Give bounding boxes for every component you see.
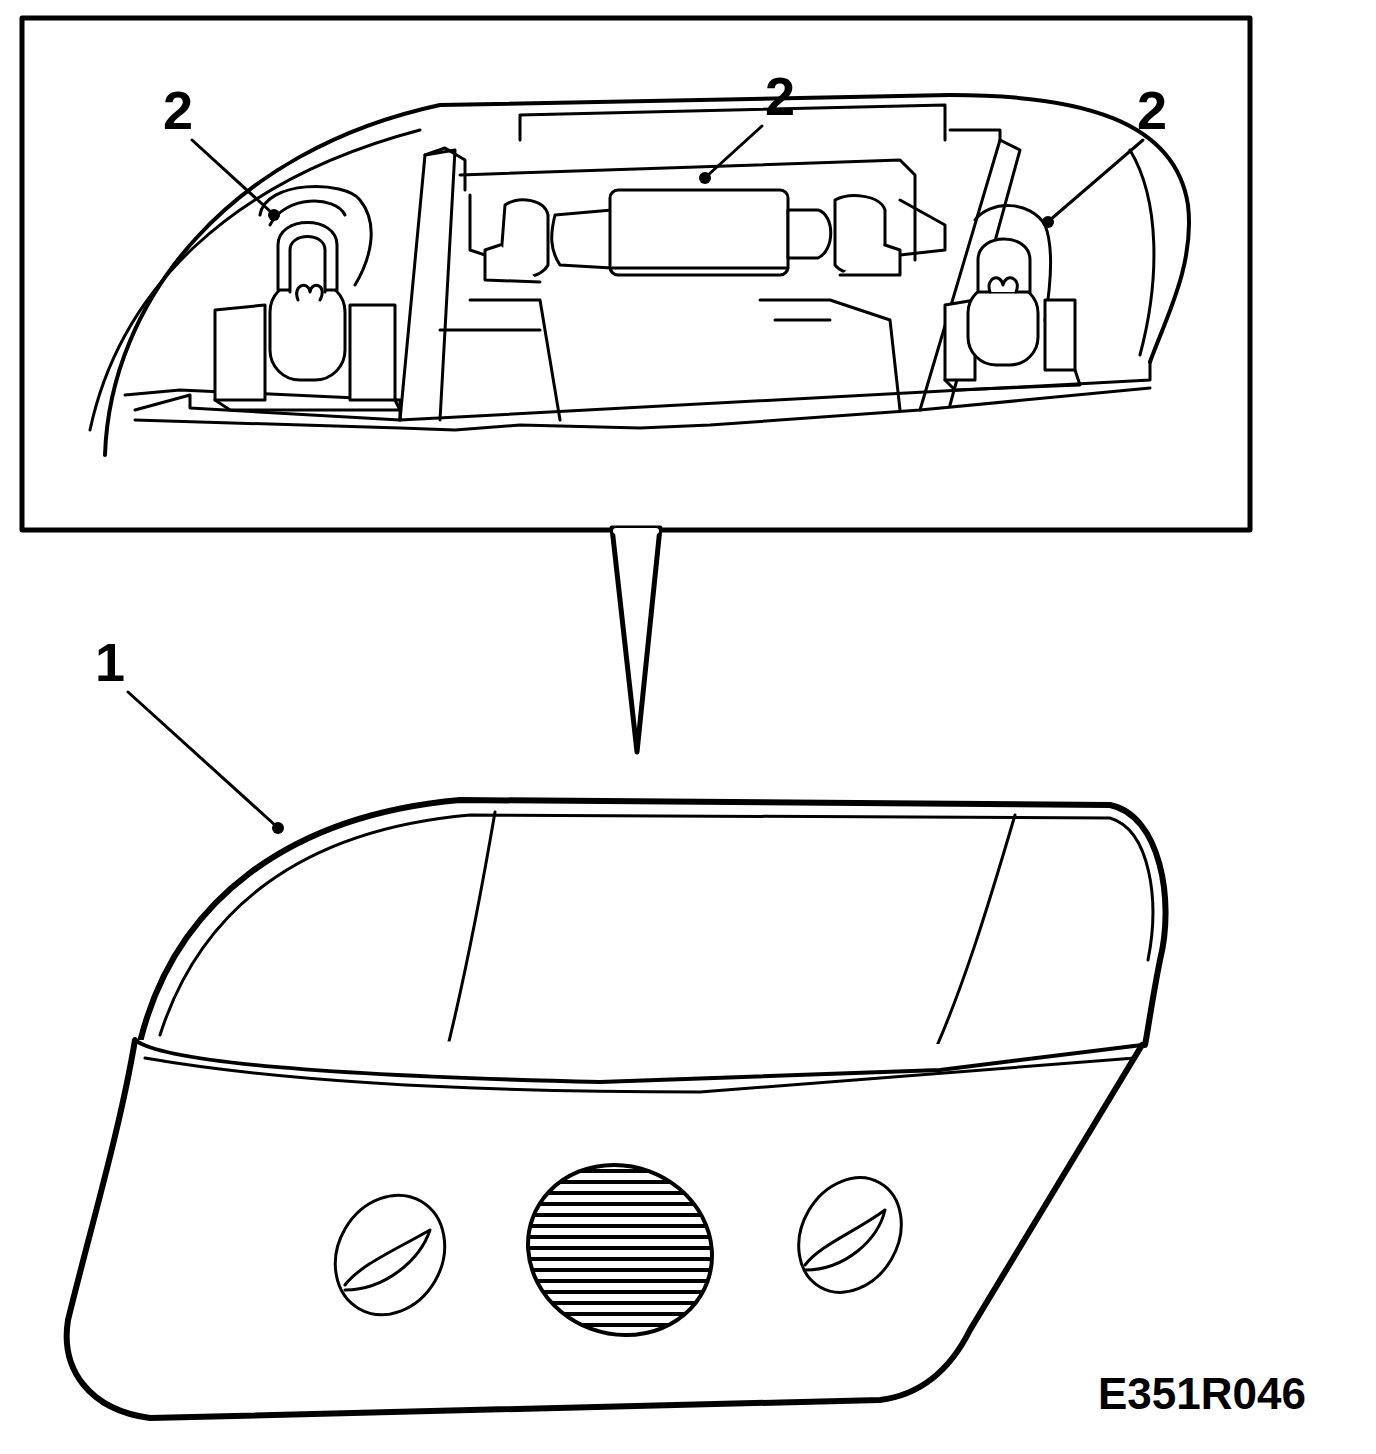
- wedge-bulb: [968, 239, 1038, 365]
- grille-line: [510, 1224, 730, 1228]
- grille-line: [510, 1213, 730, 1217]
- grille-line: [510, 1323, 730, 1327]
- grille-line: [510, 1180, 730, 1184]
- grille-line: [510, 1290, 730, 1294]
- lamp-housing: [90, 95, 1189, 455]
- grille-line: [510, 1279, 730, 1283]
- grille-line: [510, 1158, 730, 1162]
- lamp-lens: [67, 800, 1166, 1418]
- festoon-bulb: [485, 190, 900, 282]
- detail-pointer: [612, 528, 660, 752]
- callout-number: 1: [95, 635, 125, 689]
- wedge-bulb: [270, 223, 345, 381]
- detail-frame: [22, 18, 1250, 530]
- figure-code: E351R046: [1098, 1372, 1306, 1416]
- leader-dot: [268, 172, 1054, 834]
- grille-line: [510, 1169, 730, 1173]
- grille-line: [510, 1257, 730, 1261]
- callout-number: 2: [1137, 83, 1167, 137]
- callout-number: 2: [163, 83, 193, 137]
- grille-line: [510, 1191, 730, 1195]
- callout-number: 2: [765, 69, 795, 123]
- grille-line: [510, 1312, 730, 1316]
- leader-line: [128, 126, 1143, 826]
- grille-line: [510, 1334, 730, 1338]
- switch-grille: [504, 1139, 736, 1360]
- grille-line: [510, 1235, 730, 1239]
- grille-line: [510, 1246, 730, 1250]
- grille-line: [510, 1268, 730, 1272]
- grille-line: [510, 1301, 730, 1305]
- grille-line: [510, 1202, 730, 1206]
